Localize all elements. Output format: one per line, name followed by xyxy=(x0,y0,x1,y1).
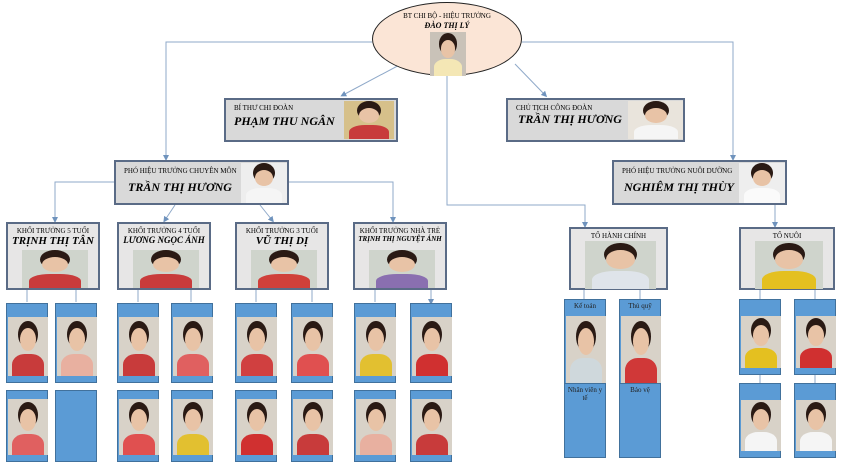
node-title: PHÓ HIỆU TRƯỞNG CHUYÊN MÔN xyxy=(124,167,237,175)
member-photo xyxy=(173,317,213,376)
staff-role: Thủ quỹ xyxy=(628,302,652,310)
staff-card xyxy=(291,303,333,383)
principal-node: BT CHI BỘ - HIỆU TRƯỞNG ĐÀO THỊ LÝ xyxy=(372,2,522,76)
staff-card xyxy=(235,303,277,383)
vice-principal-nutrition-node: PHÓ HIỆU TRƯỞNG NUÔI DƯỠNG NGHIÊM THỊ TH… xyxy=(612,160,787,205)
staff-card xyxy=(794,299,836,375)
member-photo xyxy=(621,316,661,383)
member-photo xyxy=(412,399,452,455)
node-title: PHÓ HIỆU TRƯỞNG NUÔI DƯỠNG xyxy=(622,167,733,175)
staff-card xyxy=(55,303,97,383)
principal-name: ĐÀO THỊ LÝ xyxy=(424,21,470,30)
member-photo xyxy=(796,316,836,368)
staff-card xyxy=(235,390,277,462)
group-title: KHỐI TRƯỞNG 3 TUỔI xyxy=(245,227,319,235)
node-title: CHỦ TỊCH CÔNG ĐOÀN xyxy=(516,104,593,112)
member-photo xyxy=(741,400,781,451)
node-name: PHẠM THU NGÂN xyxy=(234,114,335,128)
member-photo xyxy=(739,163,785,203)
member-photo xyxy=(293,399,333,455)
group-title: KHỐI TRƯỞNG 5 TUỔI xyxy=(16,227,90,235)
node-name: TRẦN THỊ HƯƠNG xyxy=(518,112,622,126)
member-photo xyxy=(133,250,199,288)
member-photo xyxy=(293,317,333,376)
group-title: TỔ NUÔI xyxy=(772,232,802,240)
staff-card xyxy=(117,390,159,462)
member-photo xyxy=(356,317,396,376)
member-photo xyxy=(22,250,88,288)
member-photo xyxy=(344,101,394,139)
member-photo xyxy=(369,250,435,288)
node-name: NGHIÊM THỊ THÙY xyxy=(624,180,735,194)
member-photo xyxy=(119,399,159,455)
member-photo xyxy=(237,317,277,376)
staff-card xyxy=(55,390,97,462)
staff-role: Nhân viên y tế xyxy=(567,386,603,402)
member-photo xyxy=(8,317,48,376)
staff-role: Kế toán xyxy=(574,302,596,310)
staff-card xyxy=(794,383,836,458)
staff-card xyxy=(171,303,213,383)
member-photo xyxy=(412,317,452,376)
principal-title: BT CHI BỘ - HIỆU TRƯỞNG xyxy=(403,12,491,20)
staff-card xyxy=(6,390,48,462)
staff-card xyxy=(171,390,213,462)
member-photo xyxy=(796,400,836,451)
vice-principal-academic-node: PHÓ HIỆU TRƯỞNG CHUYÊN MÔN TRẦN THỊ HƯƠN… xyxy=(114,160,289,205)
member-photo xyxy=(628,101,683,139)
group-leader-name: LƯƠNG NGỌC ÁNH xyxy=(123,235,205,245)
member-photo xyxy=(356,399,396,455)
member-photo xyxy=(585,241,656,289)
staff-card: Nhân viên y tế xyxy=(564,383,606,458)
group-leader-name: VŨ THỊ DỊ xyxy=(255,235,309,247)
member-photo xyxy=(8,399,48,455)
staff-card xyxy=(117,303,159,383)
group-node: TỔ HÀNH CHÍNH xyxy=(569,227,668,290)
member-photo xyxy=(173,399,213,455)
member-photo xyxy=(57,317,97,376)
staff-card xyxy=(6,303,48,383)
staff-role: Bảo vệ xyxy=(630,386,650,394)
group-node: TỔ NUÔI xyxy=(739,227,835,290)
staff-card: Bảo vệ xyxy=(619,383,661,458)
group-leader-name: TRỊNH THỊ TÂN xyxy=(12,235,94,247)
staff-card: Kế toán xyxy=(564,299,606,390)
principal-photo xyxy=(430,32,466,76)
group-title: TỔ HÀNH CHÍNH xyxy=(590,232,647,240)
member-photo xyxy=(241,163,287,203)
member-photo xyxy=(755,241,823,289)
group-title: KHỐI TRƯỞNG NHÀ TRẺ xyxy=(359,227,441,235)
group-title: KHỐI TRƯỞNG 4 TUỔI xyxy=(127,227,201,235)
union-chair-node: CHỦ TỊCH CÔNG ĐOÀN TRẦN THỊ HƯƠNG xyxy=(506,98,685,142)
member-photo xyxy=(566,316,606,383)
node-name: TRẦN THỊ HƯƠNG xyxy=(128,180,232,194)
member-photo xyxy=(251,250,317,288)
member-photo xyxy=(741,316,781,368)
staff-card xyxy=(354,303,396,383)
staff-card xyxy=(739,383,781,458)
staff-card xyxy=(739,299,781,375)
staff-card xyxy=(410,390,452,462)
staff-card xyxy=(354,390,396,462)
youth-secretary-node: BÍ THƯ CHI ĐOÀN PHẠM THU NGÂN xyxy=(224,98,398,142)
staff-card xyxy=(410,303,452,383)
staff-card: Thủ quỹ xyxy=(619,299,661,390)
staff-card xyxy=(291,390,333,462)
node-title: BÍ THƯ CHI ĐOÀN xyxy=(234,104,294,112)
group-leader-name: TRỊNH THỊ NGUYỆT ÁNH xyxy=(358,235,442,243)
member-photo xyxy=(119,317,159,376)
member-photo xyxy=(237,399,277,455)
